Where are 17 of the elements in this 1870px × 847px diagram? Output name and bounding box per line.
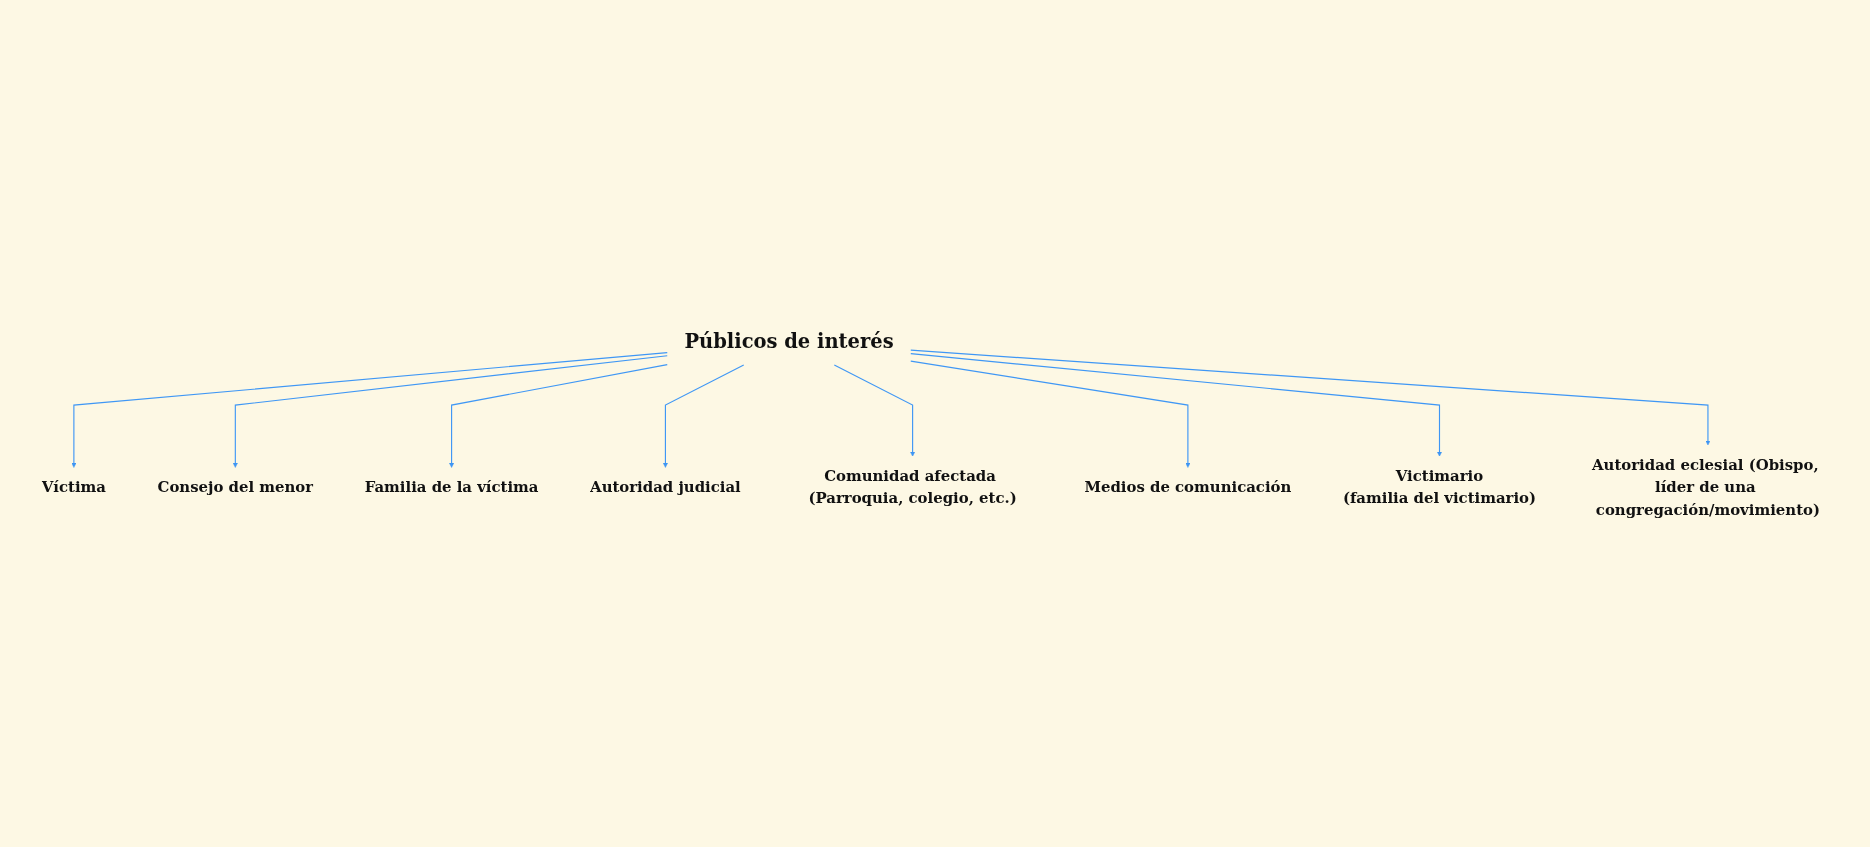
node-text: Víctima	[41, 477, 106, 496]
arrow	[662, 363, 745, 468]
node-text: Consejo del menor	[157, 477, 314, 496]
node-text: Victimario (familia del victimario)	[1342, 466, 1537, 507]
node-text: Públicos de interés	[684, 329, 894, 353]
node-text: Familia de la víctima	[364, 477, 539, 496]
node-text: Autoridad eclesial (Obispo, líder de una congregación/movimiento)	[1592, 455, 1821, 518]
arrow	[910, 360, 1191, 468]
arrow	[71, 351, 668, 468]
arrow	[449, 363, 668, 468]
arrow	[910, 352, 1442, 457]
node-text: Autoridad judicial	[590, 477, 741, 496]
arrow	[232, 354, 668, 468]
arrow	[910, 349, 1711, 445]
arrow	[833, 363, 916, 457]
node-text: Medios de comunicación	[1084, 477, 1292, 496]
node-text: Comunidad afectada (Parroquia, colegio, etc.)	[808, 466, 1017, 507]
